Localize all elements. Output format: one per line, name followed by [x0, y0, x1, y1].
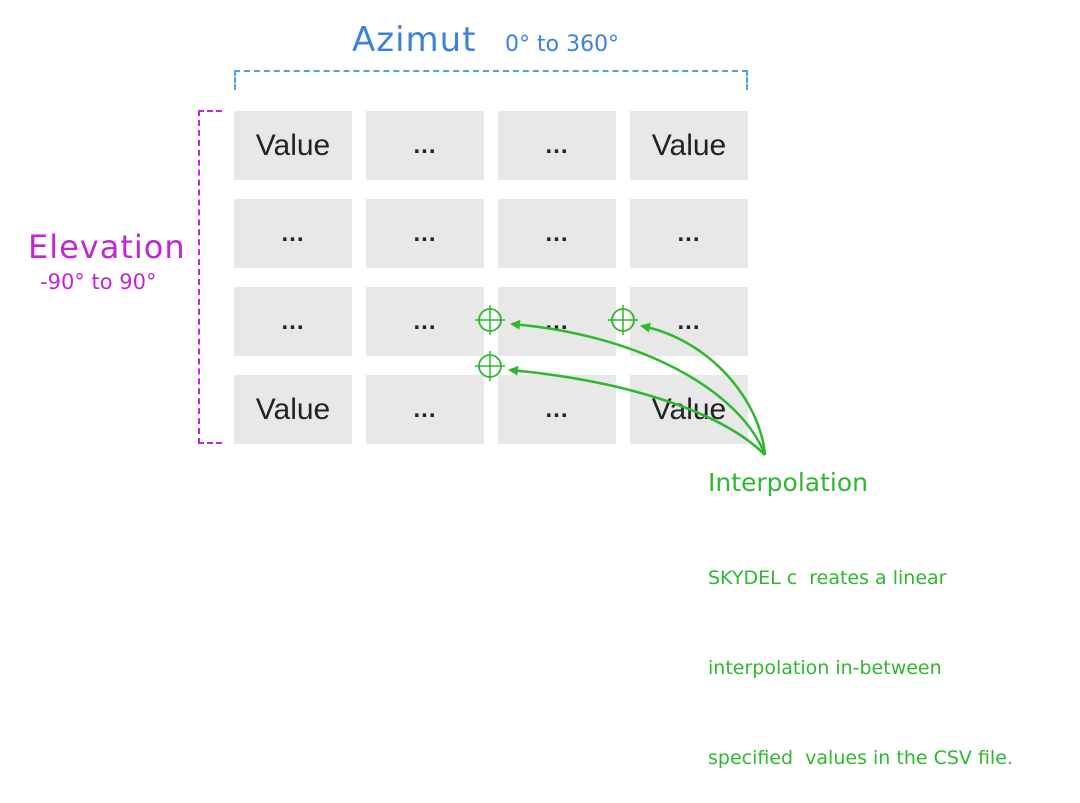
- grid-cell-r0-c0: Value: [234, 111, 352, 180]
- interpolation-line-2: interpolation in-between: [708, 657, 942, 679]
- azimut-bracket: [234, 70, 748, 90]
- grid-cell-r3-c3: Value: [630, 375, 748, 444]
- grid-cell-r2-c0: ...: [234, 287, 352, 356]
- elevation-bracket: [198, 110, 222, 444]
- grid-cell-r3-c1: ...: [366, 375, 484, 444]
- interpolation-line-1: SKYDEL c reates a linear: [708, 567, 947, 589]
- grid-cell-r2-c2: ...: [498, 287, 616, 356]
- grid-cell-r0-c2: ...: [498, 111, 616, 180]
- grid-cell-r2-c1: ...: [366, 287, 484, 356]
- grid-cell-r1-c2: ...: [498, 199, 616, 268]
- grid-cell-r1-c1: ...: [366, 199, 484, 268]
- value-grid: Value ... ... Value ... ... ... ... ... …: [234, 111, 750, 445]
- grid-cell-r0-c3: Value: [630, 111, 748, 180]
- interpolation-title: Interpolation: [708, 468, 868, 497]
- azimut-range: 0° to 360°: [505, 32, 620, 57]
- elevation-title: Elevation: [28, 228, 186, 266]
- azimut-title: Azimut: [352, 20, 477, 60]
- interpolation-description: SKYDEL c reates a linear interpolation i…: [708, 503, 1013, 803]
- grid-cell-r2-c3: ...: [630, 287, 748, 356]
- elevation-range: -90° to 90°: [40, 270, 157, 294]
- grid-cell-r3-c2: ...: [498, 375, 616, 444]
- grid-cell-r0-c1: ...: [366, 111, 484, 180]
- interpolation-line-3: specified values in the CSV file.: [708, 747, 1013, 769]
- grid-cell-r1-c0: ...: [234, 199, 352, 268]
- grid-cell-r1-c3: ...: [630, 199, 748, 268]
- grid-cell-r3-c0: Value: [234, 375, 352, 444]
